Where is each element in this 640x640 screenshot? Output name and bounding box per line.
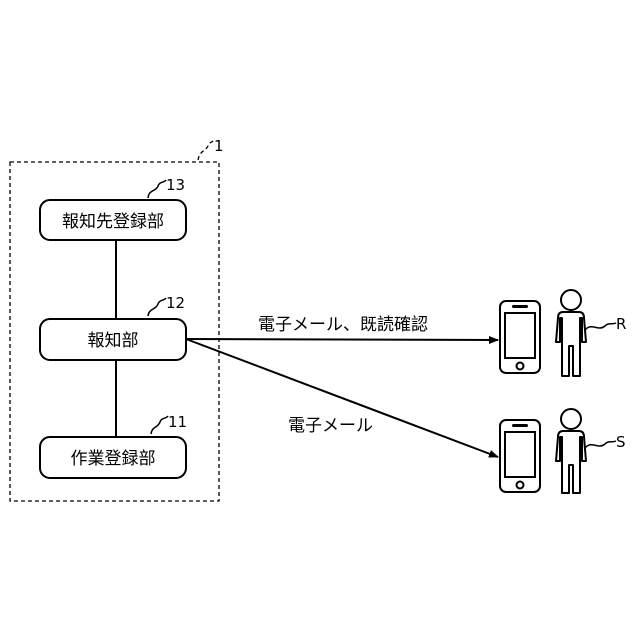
node-label: 報知部 (88, 331, 139, 351)
node-label: 作業登録部 (71, 449, 156, 469)
node-label: 報知先登録部 (62, 212, 164, 232)
arrow-to-person-r (186, 339, 498, 340)
node-work-registration: 作業登録部 (40, 437, 186, 478)
ref-leader-13 (148, 180, 166, 198)
arrow-to-person-s (186, 339, 498, 457)
person-r-label: R (616, 315, 626, 333)
person-r-leader (585, 323, 616, 330)
ref-label-13: 13 (166, 176, 185, 194)
ref-leader-11 (151, 416, 168, 434)
node-notify: 報知部 (40, 319, 186, 360)
person-s-label: S (616, 433, 626, 451)
smartphone-icon (500, 301, 540, 373)
ref-label-11: 11 (168, 413, 187, 431)
edge-label-to-r: 電子メール、既読確認 (258, 315, 428, 335)
edge-label-to-s: 電子メール (288, 416, 373, 436)
smartphone-icon (500, 420, 540, 492)
system-ref-leader (198, 139, 214, 160)
person-s-leader (585, 441, 616, 448)
person-icon (556, 290, 586, 376)
person-icon (556, 409, 586, 493)
system-ref-label: 1 (214, 137, 224, 155)
ref-leader-12 (148, 298, 166, 316)
node-notify-destination-registration: 報知先登録部 (40, 200, 186, 240)
ref-label-12: 12 (166, 294, 185, 312)
